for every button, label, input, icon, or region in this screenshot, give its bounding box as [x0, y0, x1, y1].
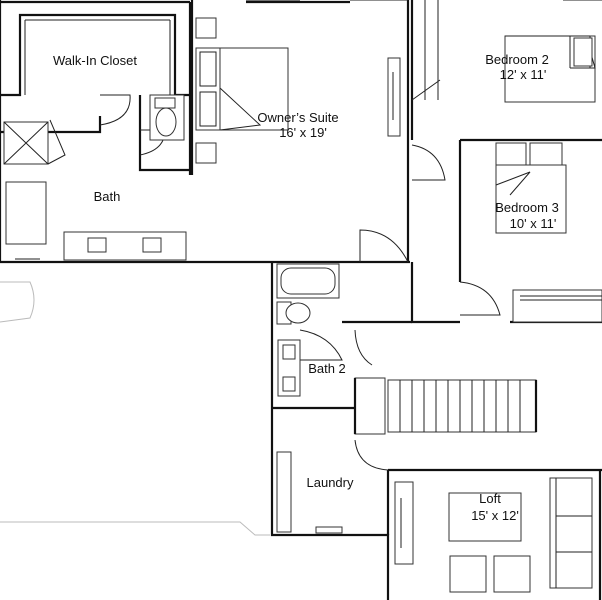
laundry-fixtures	[276, 451, 343, 534]
bedroom3-size: 10' x 11'	[510, 216, 557, 231]
closet-bedroom3	[512, 289, 602, 323]
owners-suite-size: 16' x 19'	[279, 125, 327, 140]
stairs	[353, 377, 538, 435]
bedroom2-size: 12' x 11'	[500, 67, 547, 82]
loft-furniture	[394, 477, 593, 593]
bath2-label: Bath 2	[308, 361, 346, 376]
bedroom3-furniture	[495, 142, 567, 234]
laundry-label: Laundry	[307, 475, 354, 490]
bath2-fixtures	[276, 263, 340, 397]
bedroom2-label: Bedroom 2	[485, 52, 549, 67]
bedroom2-furniture	[504, 35, 596, 103]
walk-in-closet-label: Walk-In Closet	[53, 53, 137, 68]
loft-label: Loft	[479, 491, 501, 506]
bedroom3-label: Bedroom 3	[495, 200, 559, 215]
bath-label: Bath	[94, 189, 121, 204]
garage-outline	[0, 261, 270, 536]
loft-size: 15' x 12'	[471, 508, 519, 523]
owners-bed	[195, 17, 401, 164]
closet-walkin-shelves	[24, 0, 441, 101]
door-swings	[99, 94, 501, 471]
bath-fixtures	[3, 94, 187, 261]
windows	[15, 0, 602, 260]
owners-suite-label: Owner’s Suite	[257, 110, 338, 125]
